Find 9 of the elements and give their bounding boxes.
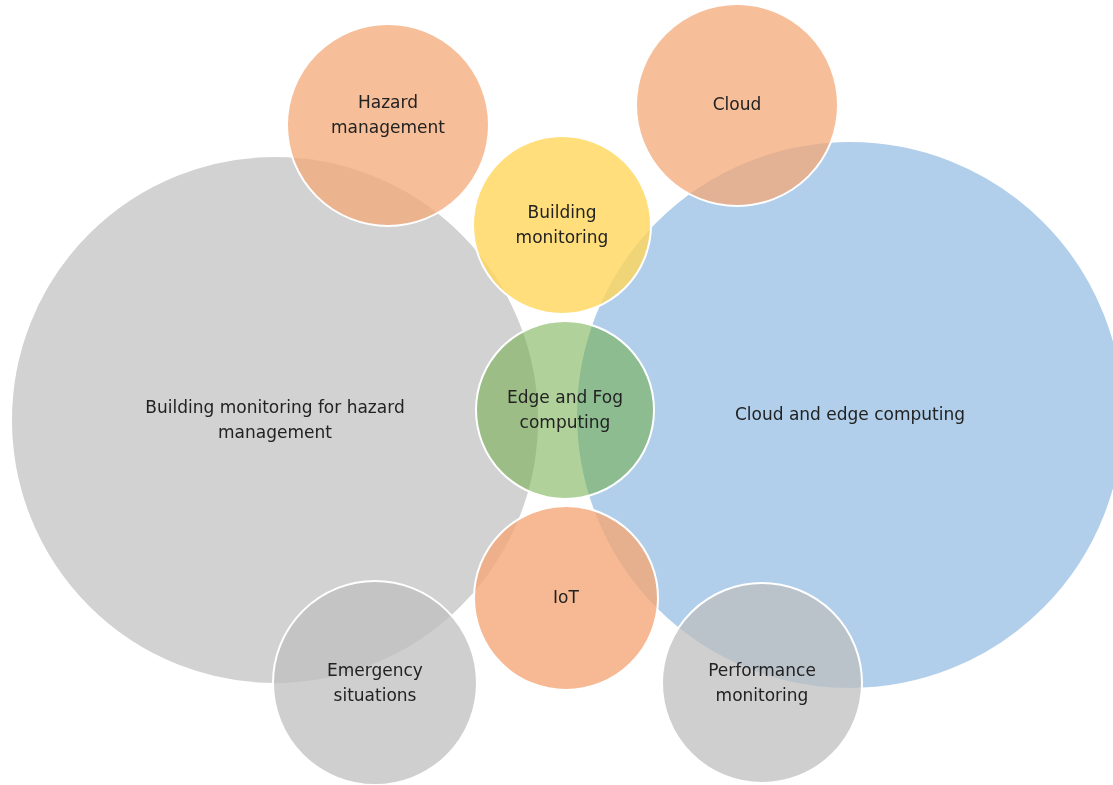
circle-label: Building monitoring — [514, 200, 610, 249]
circle-label: Cloud — [711, 93, 763, 117]
circle-label: Cloud and edge computing — [733, 403, 967, 427]
circle-label: Hazard management — [330, 90, 446, 139]
circle-label: Emergency situations — [326, 658, 424, 707]
circle-label: Building monitoring for hazard management — [144, 395, 406, 444]
circle-label: Edge and Fog computing — [506, 385, 624, 434]
circle-label: IoT — [552, 586, 580, 610]
circle-label: Performance monitoring — [707, 658, 817, 707]
